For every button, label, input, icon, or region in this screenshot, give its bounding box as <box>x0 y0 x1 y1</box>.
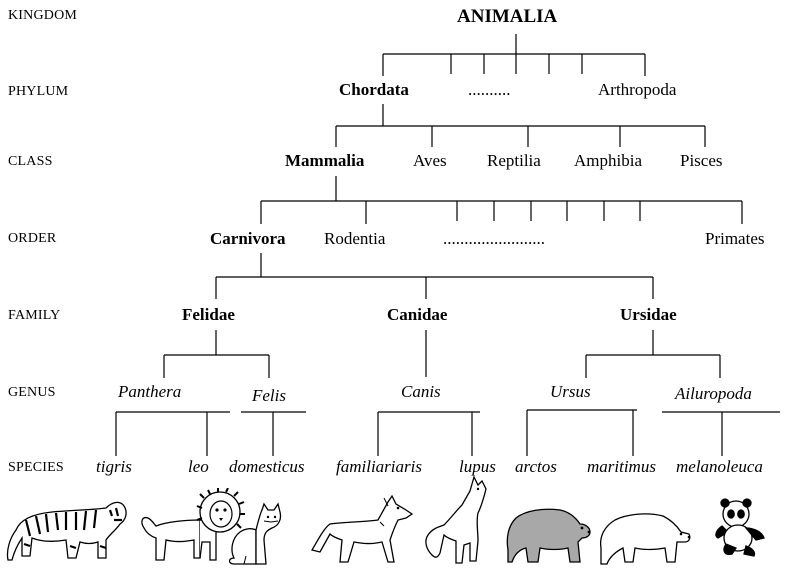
node-species-lupus: lupus <box>459 457 496 477</box>
node-genus-panthera: Panthera <box>118 382 181 402</box>
node-class-pisces: Pisces <box>680 151 723 171</box>
cat-icon <box>226 500 282 568</box>
node-phylum-arthropoda: Arthropoda <box>598 80 676 100</box>
polar-bear-icon <box>597 500 693 568</box>
node-family-canidae: Canidae <box>387 305 447 325</box>
node-kingdom-animalia: ANIMALIA <box>457 6 557 28</box>
node-genus-felis: Felis <box>252 386 286 406</box>
node-order-rodentia: Rodentia <box>324 229 385 249</box>
node-species-familiariaris: familiariaris <box>336 457 422 477</box>
node-species-melanoleuca: melanoleuca <box>676 457 763 477</box>
node-species-arctos: arctos <box>515 457 557 477</box>
node-class-aves: Aves <box>413 151 447 171</box>
node-phylum-ellipsis: .......... <box>468 80 511 100</box>
wolf-icon <box>420 475 500 569</box>
tiger-icon <box>2 490 130 566</box>
brown-bear-icon <box>504 500 594 568</box>
node-genus-ailuropoda: Ailuropoda <box>675 384 752 404</box>
node-order-ellipsis: ........................ <box>443 229 545 249</box>
node-family-ursidae: Ursidae <box>620 305 677 325</box>
node-phylum-chordata: Chordata <box>339 80 409 100</box>
node-species-leo: leo <box>188 457 209 477</box>
node-order-carnivora: Carnivora <box>210 229 286 249</box>
node-genus-canis: Canis <box>401 382 441 402</box>
node-species-maritimus: maritimus <box>587 457 656 477</box>
node-species-domesticus: domesticus <box>229 457 305 477</box>
node-genus-ursus: Ursus <box>550 382 591 402</box>
node-species-tigris: tigris <box>96 457 132 477</box>
node-family-felidae: Felidae <box>182 305 235 325</box>
node-class-amphibia: Amphibia <box>574 151 642 171</box>
node-class-reptilia: Reptilia <box>487 151 541 171</box>
node-class-mammalia: Mammalia <box>285 151 364 171</box>
node-order-primates: Primates <box>705 229 765 249</box>
panda-icon <box>712 498 768 558</box>
dog-icon <box>308 492 416 568</box>
